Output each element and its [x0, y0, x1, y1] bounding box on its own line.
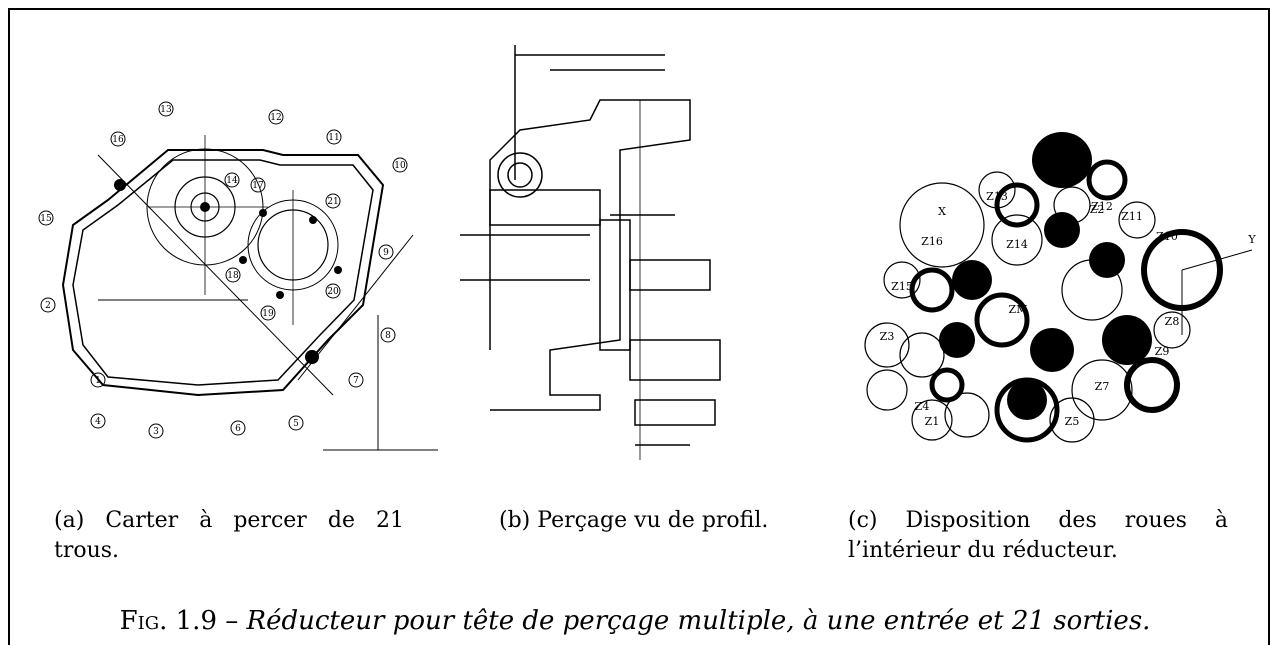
svg-text:13: 13: [160, 105, 172, 115]
svg-text:9: 9: [383, 248, 389, 258]
wheel-label-z11: Z11: [1121, 210, 1143, 223]
subfigure-c-text: Disposition des roues à l’intérieur du r…: [848, 508, 1229, 563]
wheel-label-z7: Z7: [1095, 380, 1110, 393]
subfigure-c-tag: (c): [848, 508, 878, 533]
wheel-label-z1: Z1: [925, 415, 940, 428]
subfigure-c-caption: (c) Disposition des roues à l’intérieur …: [848, 506, 1228, 566]
wheel-label-z8: Z8: [1165, 315, 1180, 328]
svg-text:10: 10: [394, 161, 406, 171]
svg-text:19: 19: [262, 309, 274, 319]
wheel-label-z15: Z15: [891, 280, 913, 293]
wheel-label-z10: Z10: [1156, 230, 1178, 243]
wheel-label-z5: Z5: [1065, 415, 1080, 428]
svg-text:14: 14: [226, 176, 238, 186]
subfigure-b-text: Perçage vu de profil.: [537, 508, 769, 533]
svg-text:2: 2: [45, 301, 51, 311]
figure-caption-text: Réducteur pour tête de perçage multiple,…: [246, 606, 1151, 636]
svg-text:8: 8: [385, 331, 391, 341]
subfigure-b-tag: (b): [499, 508, 531, 533]
wheel-label-z6: Z6: [1020, 405, 1035, 418]
svg-text:15: 15: [40, 214, 52, 224]
wheel-label-y: Y: [1247, 233, 1256, 246]
wheel-label-zm: ZM: [1009, 303, 1028, 316]
wheel-label-z13: Z13: [986, 190, 1008, 203]
wheel-label-z3: Z3: [880, 330, 895, 343]
svg-text:18: 18: [227, 271, 239, 281]
figure-caption: Fig. 1.9 – Réducteur pour tête de perçag…: [0, 606, 1270, 636]
subfigure-b-drawing: [460, 40, 820, 460]
subfigure-a-caption: (a) Carter à percer de 21 trous.: [54, 506, 404, 566]
subfigure-a-tag: (a): [54, 508, 85, 533]
wheel-label-z9: Z9: [1155, 345, 1170, 358]
figure-frame: [8, 8, 1270, 645]
svg-text:6: 6: [235, 424, 241, 434]
svg-text:12: 12: [270, 113, 281, 123]
svg-text:21: 21: [327, 197, 338, 207]
wheel-label-x: X: [938, 205, 946, 218]
wheel-label-z16: Z16: [921, 235, 943, 248]
figure-label: Fig. 1.9 –: [119, 606, 239, 636]
svg-text:7: 7: [353, 376, 359, 386]
svg-text:5: 5: [293, 419, 299, 429]
subfigure-c-drawing: X Y ZM Z1 Z2 Z3 Z4 Z5 Z6 Z7 Z8 Z9 Z10 Z1…: [852, 130, 1262, 460]
subfigure-a-text: Carter à percer de 21 trous.: [54, 508, 404, 563]
housing-drawing: 1 2 3 4 5 6 7 8 9 10 11 12 13 14 15 16 1…: [38, 101, 438, 451]
svg-text:11: 11: [328, 133, 339, 143]
wheel-label-z4: Z4: [915, 400, 930, 413]
hole-1: 1: [95, 376, 101, 386]
svg-text:17: 17: [252, 181, 264, 191]
subfigure-a-drawing: 1 2 3 4 5 6 7 8 9 10 11 12 13 14 15 16 1…: [38, 95, 438, 465]
wheel-label-z12: Z12: [1091, 200, 1113, 213]
wheel-label-z14: Z14: [1006, 238, 1028, 251]
svg-text:20: 20: [327, 287, 339, 297]
wheels-drawing: X Y ZM Z1 Z2 Z3 Z4 Z5 Z6 Z7 Z8 Z9 Z10 Z1…: [864, 132, 1256, 443]
svg-text:3: 3: [153, 427, 159, 437]
subfigure-b-caption: (b) Perçage vu de profil.: [499, 506, 819, 536]
profile-drawing: [460, 45, 721, 460]
wheel-label-z2: Z2: [1090, 203, 1105, 216]
svg-text:16: 16: [112, 135, 124, 145]
svg-text:4: 4: [95, 417, 101, 427]
